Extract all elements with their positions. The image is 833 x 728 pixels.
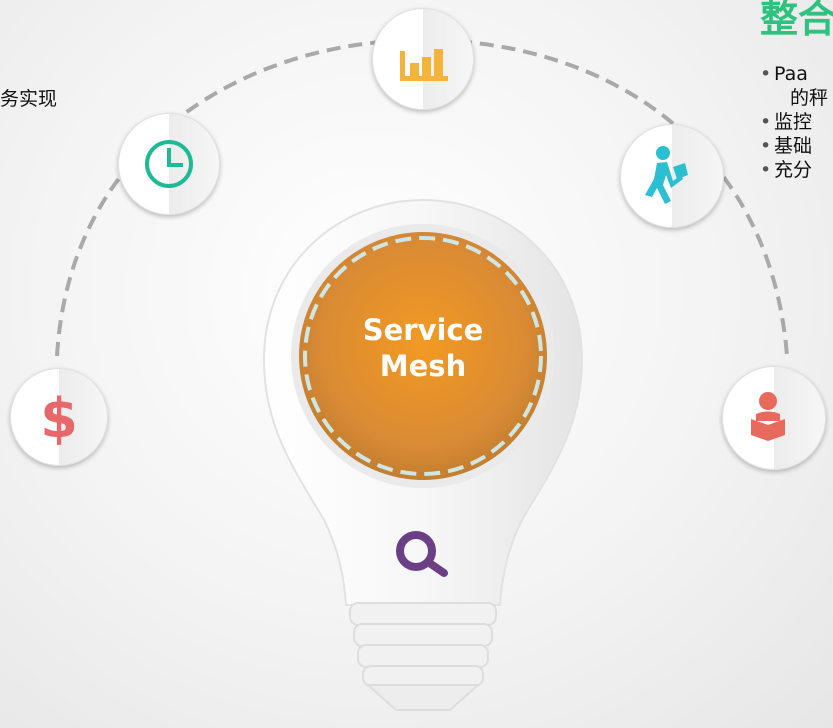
bullet-item: •Paa — [760, 63, 808, 85]
reading-person-icon-circle[interactable] — [722, 366, 826, 470]
left-text: 务实现 — [0, 88, 58, 110]
svg-text:$: $ — [40, 387, 78, 450]
bullet-item: •充分 — [760, 159, 813, 181]
right-bullet-list: •Paa 的秤 •监控 •基础 •充分 — [760, 62, 828, 182]
right-title: 整合 — [760, 0, 833, 41]
clock-icon-circle[interactable] — [118, 113, 220, 215]
bullet-item: •基础 — [760, 135, 813, 157]
bar-chart-icon-circle[interactable] — [372, 8, 474, 110]
reading-person-icon — [751, 392, 785, 441]
walking-person-icon-circle[interactable] — [620, 124, 724, 228]
dollar-icon-circle[interactable]: $ — [10, 368, 108, 466]
core-label: Service Mesh — [362, 313, 484, 383]
walking-person-icon — [645, 146, 688, 204]
clock-icon — [145, 140, 193, 188]
bullet-item: •监控 — [760, 111, 813, 133]
bar-chart-icon — [400, 49, 448, 81]
dollar-icon: $ — [40, 387, 78, 450]
bullet-item-continuation: 的秤 — [790, 87, 829, 109]
search-icon — [396, 531, 448, 577]
